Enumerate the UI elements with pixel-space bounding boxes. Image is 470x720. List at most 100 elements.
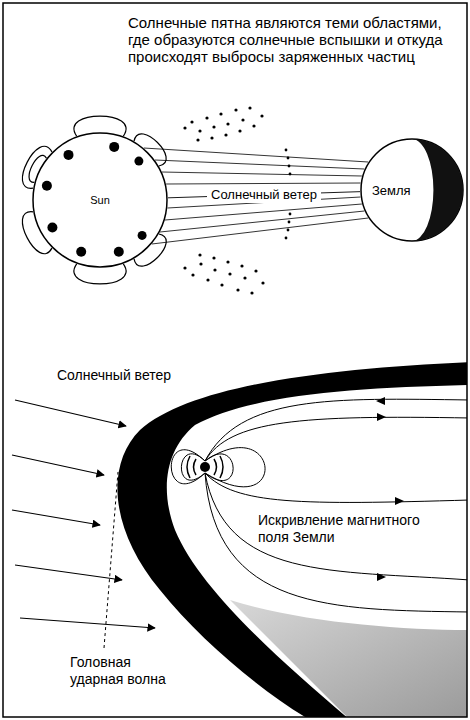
sunspots-part [42, 181, 52, 191]
charged-particles-part [190, 120, 193, 123]
charged-particles-part [289, 173, 292, 176]
charged-particles-part [210, 136, 213, 139]
solar-wind-lines-part [166, 183, 360, 184]
node-label: Земля [372, 183, 411, 198]
charged-particles-part [288, 221, 291, 224]
solar-wind-lines [144, 148, 368, 244]
solar-wind-arrows-part [12, 510, 100, 525]
charged-particles-part [228, 272, 231, 275]
sunspots [42, 142, 147, 257]
solar-wind-arrows-part [20, 618, 155, 628]
earth-symbol-part [187, 456, 190, 478]
charged-particles-part [191, 273, 194, 276]
charged-particles-part [196, 138, 199, 141]
charged-particles-part [254, 269, 257, 272]
charged-particles-part [261, 281, 264, 284]
solar-wind-lines-part [144, 148, 368, 162]
field-lines-part [205, 473, 467, 612]
magnetic-loops-part [134, 234, 166, 266]
earth-outline [361, 139, 463, 241]
sun-circle: Sun [32, 132, 168, 268]
solar-wind-lines-part [152, 218, 368, 244]
charged-particles-part [198, 129, 201, 132]
charged-particles-part [240, 264, 243, 267]
charged-particles-part [288, 165, 291, 168]
figure-label: Головная ударная волна [68, 654, 178, 688]
charged-particles-part [287, 229, 290, 232]
field-lines-part [205, 399, 467, 461]
charged-particles-part [250, 291, 253, 294]
field-line-arrows [376, 397, 404, 581]
charged-particles-part [183, 126, 186, 129]
solar-wind-lines-part [162, 172, 362, 176]
sunspots-part [114, 247, 124, 257]
field-line-arrows-part [376, 397, 385, 405]
charged-particles-part [260, 114, 263, 117]
earth-symbol-part [200, 462, 210, 472]
charged-particles-part [212, 125, 215, 128]
charged-particles-part [241, 118, 244, 121]
field-lines [171, 399, 467, 612]
charged-particles-part [213, 268, 216, 271]
charged-particles-part [199, 262, 202, 265]
field-lines-part [205, 417, 467, 461]
solar-wind-arrows-part [15, 565, 122, 580]
sunspots-part [134, 157, 143, 166]
charged-particles-part [289, 213, 292, 216]
solar-wind-arrows [12, 400, 155, 628]
figure-label-box: Искривление магнитного поля Земли [256, 512, 428, 546]
charged-particles-part [224, 133, 227, 136]
node-label: Sun [90, 194, 110, 206]
solar-wind-lines-part [165, 204, 362, 220]
charged-particles-part [219, 112, 222, 115]
charged-particles-part [236, 288, 239, 291]
field-line-arrows-part [395, 497, 404, 505]
charged-particles-part [243, 276, 246, 279]
field-lines-part [205, 473, 467, 580]
sunspots-part [76, 247, 86, 257]
magnetic-loops [22, 116, 166, 284]
leader-line [104, 472, 118, 648]
sunspots-part [109, 142, 119, 152]
solar-wind-arrows-part [15, 400, 126, 426]
field-line-arrows-part [377, 573, 386, 581]
magnetic-loops-part [22, 212, 52, 254]
charged-particles-part [183, 266, 186, 269]
charged-particles-part [285, 149, 288, 152]
magnetic-loops-part [29, 155, 46, 182]
figure-label-box: Солнечный ветер [55, 366, 173, 384]
charged-particles-part [238, 129, 241, 132]
caption-box: Солнечные пятна являются теми областями,… [128, 14, 450, 65]
figure-label: Искривление магнитного поля Земли [256, 512, 428, 546]
sun-outline [33, 133, 167, 267]
earth-symbol-part [220, 456, 223, 478]
caption-text: Солнечные пятна являются теми областями,… [128, 14, 450, 65]
charged-particles-part [205, 116, 208, 119]
edge-label-box: Солнечный ветер [207, 186, 321, 203]
figure-label-box: Головная ударная волна [68, 654, 178, 688]
earth-circle: Земля [360, 138, 464, 242]
sunspots-part [64, 150, 74, 160]
field-lines-part [171, 450, 205, 484]
solar-wind-lines-part [160, 211, 364, 232]
charged-particles-part [234, 108, 237, 111]
figure-label: Солнечный ветер [55, 367, 173, 384]
earth-symbol [187, 456, 223, 478]
frame [3, 3, 467, 717]
charged-particles-part [285, 237, 288, 240]
charged-particles-part [212, 256, 215, 259]
field-lines-part [205, 473, 467, 502]
solar-wind-lines-part [155, 160, 364, 169]
magnetosphere-figure [12, 362, 467, 717]
earth-symbol-part [214, 459, 217, 475]
charged-particles-part [226, 260, 229, 263]
magnetic-loops-part [134, 134, 166, 166]
edge-label: Солнечный ветер [207, 186, 321, 203]
field-line-arrows-part [377, 413, 386, 421]
charged-particles-part [226, 122, 229, 125]
charged-particles-part [252, 124, 255, 127]
